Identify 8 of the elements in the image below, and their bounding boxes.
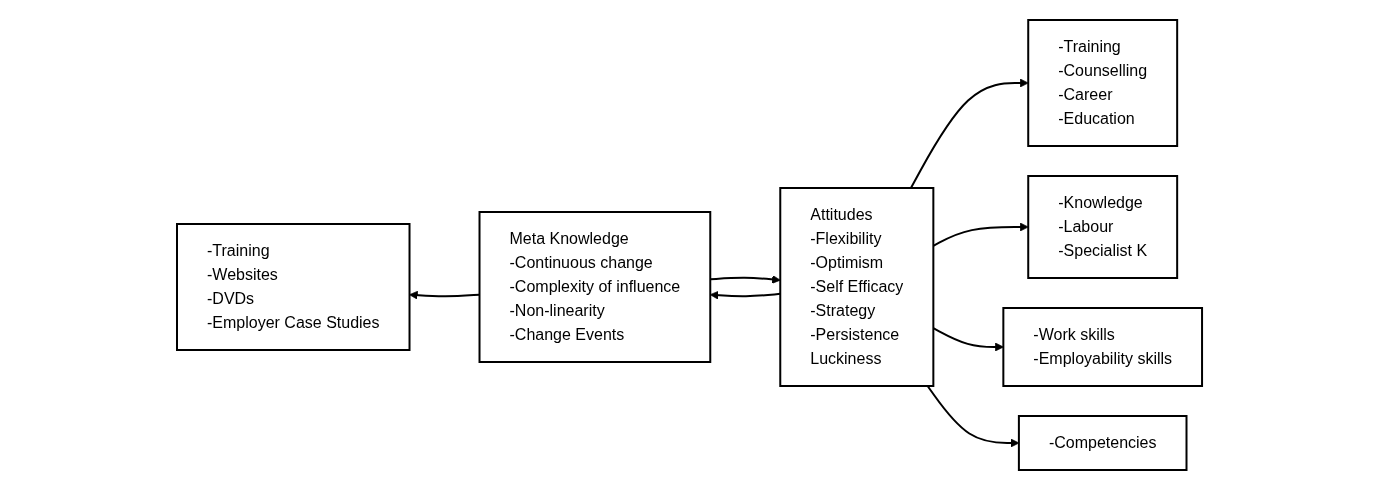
node-box: Meta Knowledge -Continuous change -Complexity of influence -Non-linearity -Change Events	[479, 210, 712, 363]
arrow	[927, 384, 1020, 447]
node-box: -Training -Counselling -Career -Education	[1027, 18, 1179, 147]
node-box: -Knowledge -Labour -Specialist K	[1027, 174, 1179, 279]
node-box: -Competencies	[1018, 414, 1188, 471]
node-box: -Training -Websites -DVDs -Employer Case Studies	[176, 222, 411, 351]
node-box: Attitudes -Flexibility -Optimism -Self Efficacy -Strategy -Persistence Luckiness	[779, 186, 935, 387]
node-box: -Work skills -Employability skills	[1002, 306, 1204, 387]
